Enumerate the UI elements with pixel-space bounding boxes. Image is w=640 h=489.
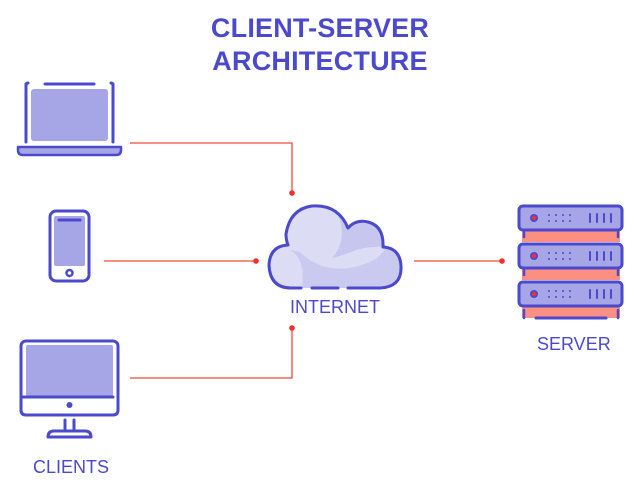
- vent-dot: [562, 252, 564, 254]
- vent-dot: [569, 220, 571, 222]
- vent-dot: [548, 220, 550, 222]
- vent-dot: [555, 290, 557, 292]
- vent-dot: [548, 258, 550, 260]
- laptop-icon: [16, 81, 123, 157]
- desktop-monitor-icon: [19, 339, 120, 439]
- internet-label: INTERNET: [290, 297, 380, 317]
- vent-dot: [569, 258, 571, 260]
- connector-dot-bottom: [289, 325, 295, 331]
- connector-laptop-internet: [130, 142, 293, 192]
- vent-dot: [562, 290, 564, 292]
- server-rack-icon: [517, 204, 624, 320]
- vent-dot: [569, 290, 571, 292]
- cloud-icon: [267, 204, 403, 290]
- vent-dot: [548, 252, 550, 254]
- title-line-2: ARCHITECTURE: [212, 46, 428, 76]
- connector-dot-left: [253, 258, 259, 264]
- connectors: [104, 142, 501, 379]
- vent-dot: [548, 296, 550, 298]
- vent-dot: [569, 252, 571, 254]
- title-line-1: CLIENT-SERVER: [210, 13, 430, 43]
- connector-desktop-internet: [130, 328, 293, 379]
- server-unit-1: [517, 204, 624, 232]
- vent-dot: [555, 214, 557, 216]
- vent-dot: [548, 290, 550, 292]
- vent-dot: [569, 214, 571, 216]
- vent-dot: [569, 296, 571, 298]
- smartphone-icon: [48, 209, 91, 283]
- connector-dot-server: [499, 258, 505, 264]
- server-unit-3: [517, 280, 624, 308]
- vent-dot: [562, 220, 564, 222]
- vent-dot: [555, 258, 557, 260]
- vent-dot: [555, 220, 557, 222]
- server-label: SERVER: [537, 334, 611, 354]
- vent-dot: [562, 258, 564, 260]
- vent-dot: [562, 214, 564, 216]
- vent-dot: [548, 214, 550, 216]
- server-unit-2: [517, 242, 624, 270]
- clients-label: CLIENTS: [33, 457, 110, 477]
- vent-dot: [555, 252, 557, 254]
- vent-dot: [562, 296, 564, 298]
- vent-dot: [555, 296, 557, 298]
- connector-dot-top: [289, 190, 295, 196]
